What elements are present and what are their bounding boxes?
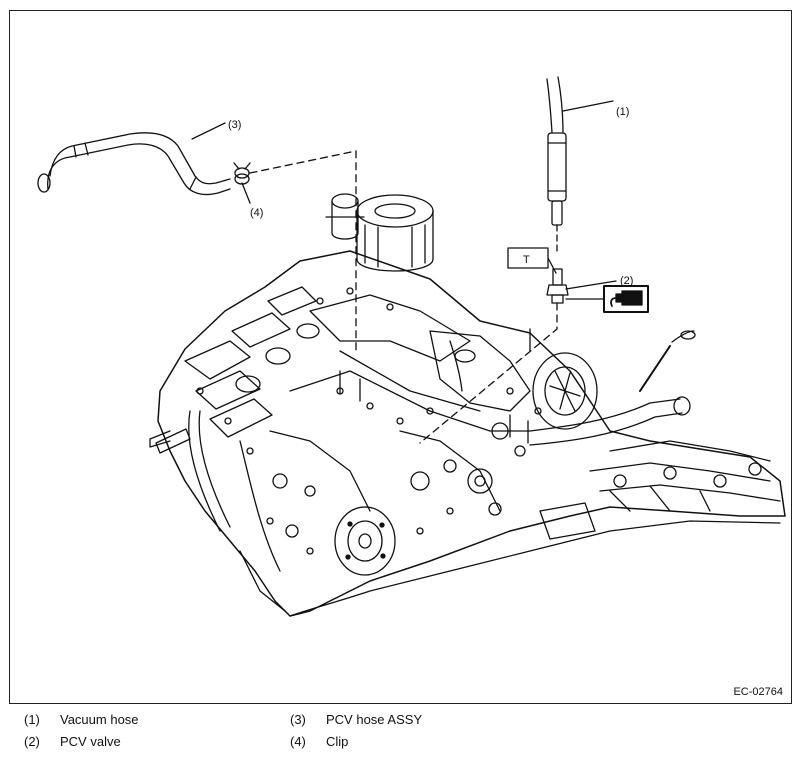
legend-num: (3) <box>290 712 306 727</box>
callout-3: (3) <box>228 119 241 131</box>
callout-4: (4) <box>250 207 263 219</box>
legend-label: Vacuum hose <box>60 712 139 727</box>
leader-2 <box>565 280 617 290</box>
legend: (1) Vacuum hose (2) PCV valve (3) PCV ho… <box>0 712 803 760</box>
legend-label: PCV valve <box>60 734 121 749</box>
legend-item-vacuum-hose: (1) Vacuum hose <box>24 712 139 727</box>
legend-label: Clip <box>326 734 349 749</box>
engine-diagram: (1) (2) (3) (4) T <box>37 76 786 617</box>
leader-4 <box>241 182 251 204</box>
vacuum-hose <box>546 76 567 226</box>
legend-num: (2) <box>24 734 40 749</box>
legend-num: (1) <box>24 712 40 727</box>
callout-1: (1) <box>616 106 629 118</box>
pcv-valve <box>546 268 569 304</box>
crank-pulley <box>334 506 396 576</box>
assembly-line-clip <box>249 150 357 352</box>
legend-label: PCV hose ASSY <box>326 712 423 727</box>
alternator <box>532 352 598 430</box>
oil-filler-cap <box>325 193 365 240</box>
figure-frame: (1) (2) (3) (4) T EC-02764 <box>9 10 792 704</box>
oil-filter <box>356 194 434 272</box>
leader-3 <box>191 122 226 140</box>
figure-code: EC-02764 <box>733 686 783 698</box>
assembly-line-valve <box>419 302 558 444</box>
legend-item-clip: (4) Clip <box>290 734 348 749</box>
legend-num: (4) <box>290 734 306 749</box>
pcv-hose-assy <box>37 132 231 196</box>
legend-item-pcv-hose-assy: (3) PCV hose ASSY <box>290 712 422 727</box>
legend-item-pcv-valve: (2) PCV valve <box>24 734 121 749</box>
sealant-tube-icon <box>565 285 649 313</box>
callout-2: (2) <box>620 275 633 287</box>
torque-box-label: T <box>523 254 530 266</box>
engine-block <box>149 193 786 617</box>
leader-1 <box>562 100 614 112</box>
clip <box>233 162 251 185</box>
